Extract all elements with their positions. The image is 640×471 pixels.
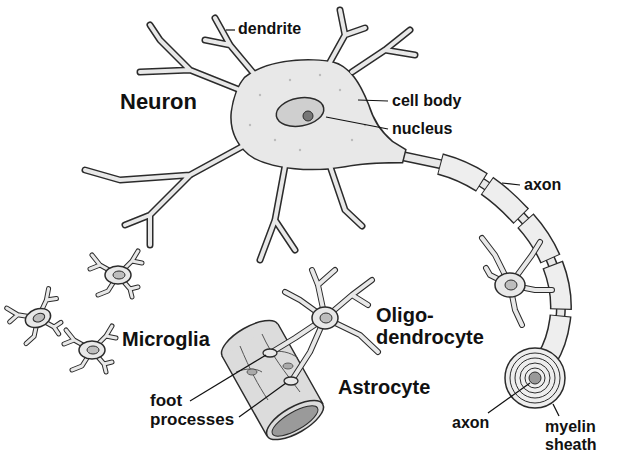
vessel-lumen xyxy=(268,400,322,442)
oligodendrocyte-nucleus xyxy=(505,280,517,290)
cell-body xyxy=(232,61,405,169)
neuron xyxy=(85,10,415,260)
leader-line xyxy=(553,404,559,416)
foot-process xyxy=(284,377,298,385)
endothelial-nucleus xyxy=(247,369,257,375)
myelin-cross-section xyxy=(505,348,565,408)
microglia-cell xyxy=(64,326,116,372)
leader-line xyxy=(190,355,266,401)
part-label: foot processes xyxy=(150,392,242,429)
microglia xyxy=(3,251,142,372)
vessel-opening xyxy=(261,393,329,448)
astrocyte xyxy=(263,270,378,385)
soma-outline xyxy=(232,61,405,169)
oligodendrocyte xyxy=(482,238,552,325)
part-label: myelin sheath xyxy=(545,418,611,453)
microglia-cell xyxy=(3,287,68,348)
cell-name: Neuron xyxy=(120,90,197,114)
cell-name: Oligo- dendrocyte xyxy=(376,304,488,348)
part-label: dendrite xyxy=(238,20,301,38)
cell-body-texture xyxy=(249,74,366,151)
leader-line xyxy=(358,100,388,101)
myelin-ring xyxy=(515,358,555,398)
leader-line xyxy=(502,183,520,185)
dendrite-fill xyxy=(85,10,415,260)
nucleolus xyxy=(303,111,313,121)
axon-core xyxy=(529,372,541,384)
part-label: cell body xyxy=(392,92,461,110)
dendrite-outline xyxy=(85,10,415,260)
myelin-ring xyxy=(520,363,550,393)
nucleus xyxy=(274,94,326,130)
leader-line xyxy=(326,117,388,129)
leader-line xyxy=(226,29,235,30)
leader-line xyxy=(488,383,530,413)
leader-lines xyxy=(190,30,559,417)
myelin-ring xyxy=(510,353,560,403)
cell-name: Astrocyte xyxy=(338,376,430,398)
astrocyte-nucleus xyxy=(320,313,332,323)
astrocyte-body xyxy=(312,307,338,329)
cell-name: Microglia xyxy=(122,328,210,350)
myelin-ring xyxy=(505,348,565,408)
microglia-cell xyxy=(90,251,142,297)
leader-line xyxy=(239,383,286,417)
endothelial-nucleus xyxy=(283,363,293,369)
part-label: nucleus xyxy=(392,120,452,138)
part-label: axon xyxy=(452,414,489,432)
oligodendrocyte-body xyxy=(495,273,525,297)
part-label: axon xyxy=(524,176,561,194)
